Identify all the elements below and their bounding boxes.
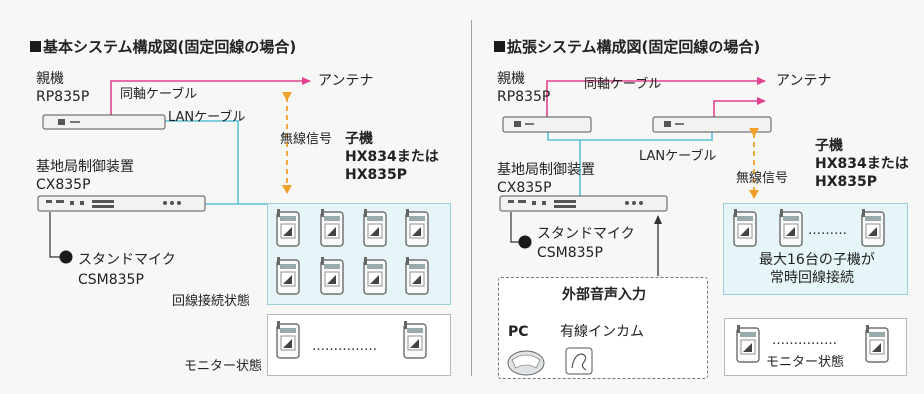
- external-input-label: 外部音声入力: [562, 287, 646, 303]
- right-lan-cable: [547, 132, 713, 141]
- right-monitor-label: モニター状態: [766, 355, 845, 370]
- right-max-line-2: 常時回線接続: [770, 270, 854, 286]
- left-parent-label: 親機: [36, 71, 64, 87]
- right-parent-label: 親機: [497, 71, 525, 87]
- left-antenna-label: アンテナ: [318, 73, 374, 89]
- right-monitor-dots: ……………: [772, 333, 837, 348]
- right-max-line-1: 最大16台の子機が: [759, 252, 875, 268]
- left-lan-cable: [165, 120, 239, 205]
- right-coax-label: 同軸ケーブル: [584, 77, 662, 92]
- left-parent-model: RP835P: [36, 89, 90, 105]
- left-mic-dot: [59, 250, 73, 264]
- pc-label: PC: [508, 324, 529, 340]
- right-parent-model: RP835P: [497, 89, 551, 105]
- right-lan-label: LANケーブル: [639, 149, 717, 164]
- right-title-text: 拡張システム構成図(固定回線の場合): [507, 38, 761, 56]
- left-child-model-1: HX834または: [345, 149, 439, 165]
- left-controller-label: 基地局制御装置: [36, 159, 134, 175]
- right-controller-label: 基地局制御装置: [497, 162, 595, 178]
- left-coax-arrow: [110, 77, 311, 115]
- title-square-icon: [494, 41, 505, 52]
- right-coax-arrow-2: [713, 97, 766, 117]
- left-controller-unit: [37, 195, 206, 212]
- right-mic-dot: [518, 235, 532, 249]
- left-connected-box: [267, 203, 451, 305]
- right-wireless-label: 無線信号: [736, 171, 789, 186]
- right-parent-unit-1: [502, 116, 592, 133]
- left-coax-label: 同軸ケーブル: [120, 87, 198, 102]
- intercom-label: 有線インカム: [560, 324, 644, 340]
- left-lan-label: LANケーブル: [168, 110, 246, 125]
- left-monitor-label: モニター状態: [184, 359, 263, 374]
- right-antenna-label: アンテナ: [776, 73, 832, 89]
- left-mic-label: スタンドマイク: [78, 252, 176, 268]
- left-wireless-label: 無線信号: [280, 132, 333, 147]
- left-connected-label: 回線接続状態: [172, 294, 251, 309]
- right-mic-model: CSM835P: [537, 245, 603, 261]
- right-connected-dots: ………: [808, 223, 847, 238]
- right-child-model-1: HX834または: [815, 156, 909, 172]
- left-controller-model: CX835P: [36, 177, 91, 193]
- left-mic-model: CSM835P: [78, 272, 144, 288]
- right-coax-arrow-1: [546, 77, 766, 117]
- right-parent-unit-2: [652, 116, 772, 133]
- right-title: 拡張システム構成図(固定回線の場合): [494, 40, 760, 55]
- title-square-icon: [30, 41, 41, 52]
- left-child-label: 子機: [345, 131, 373, 147]
- left-child-model-2: HX835P: [345, 167, 407, 183]
- right-mic-label: スタンドマイク: [537, 226, 635, 242]
- left-title-text: 基本システム構成図(固定回線の場合): [43, 38, 297, 56]
- left-monitor-dots: ……………: [312, 339, 377, 354]
- right-controller-unit: [499, 195, 668, 212]
- left-parent-unit: [42, 114, 166, 130]
- right-child-model-2: HX835P: [815, 174, 877, 190]
- right-child-label: 子機: [815, 138, 843, 154]
- panel-divider: [471, 20, 472, 376]
- right-controller-model: CX835P: [497, 180, 552, 196]
- left-title: 基本システム構成図(固定回線の場合): [30, 40, 296, 55]
